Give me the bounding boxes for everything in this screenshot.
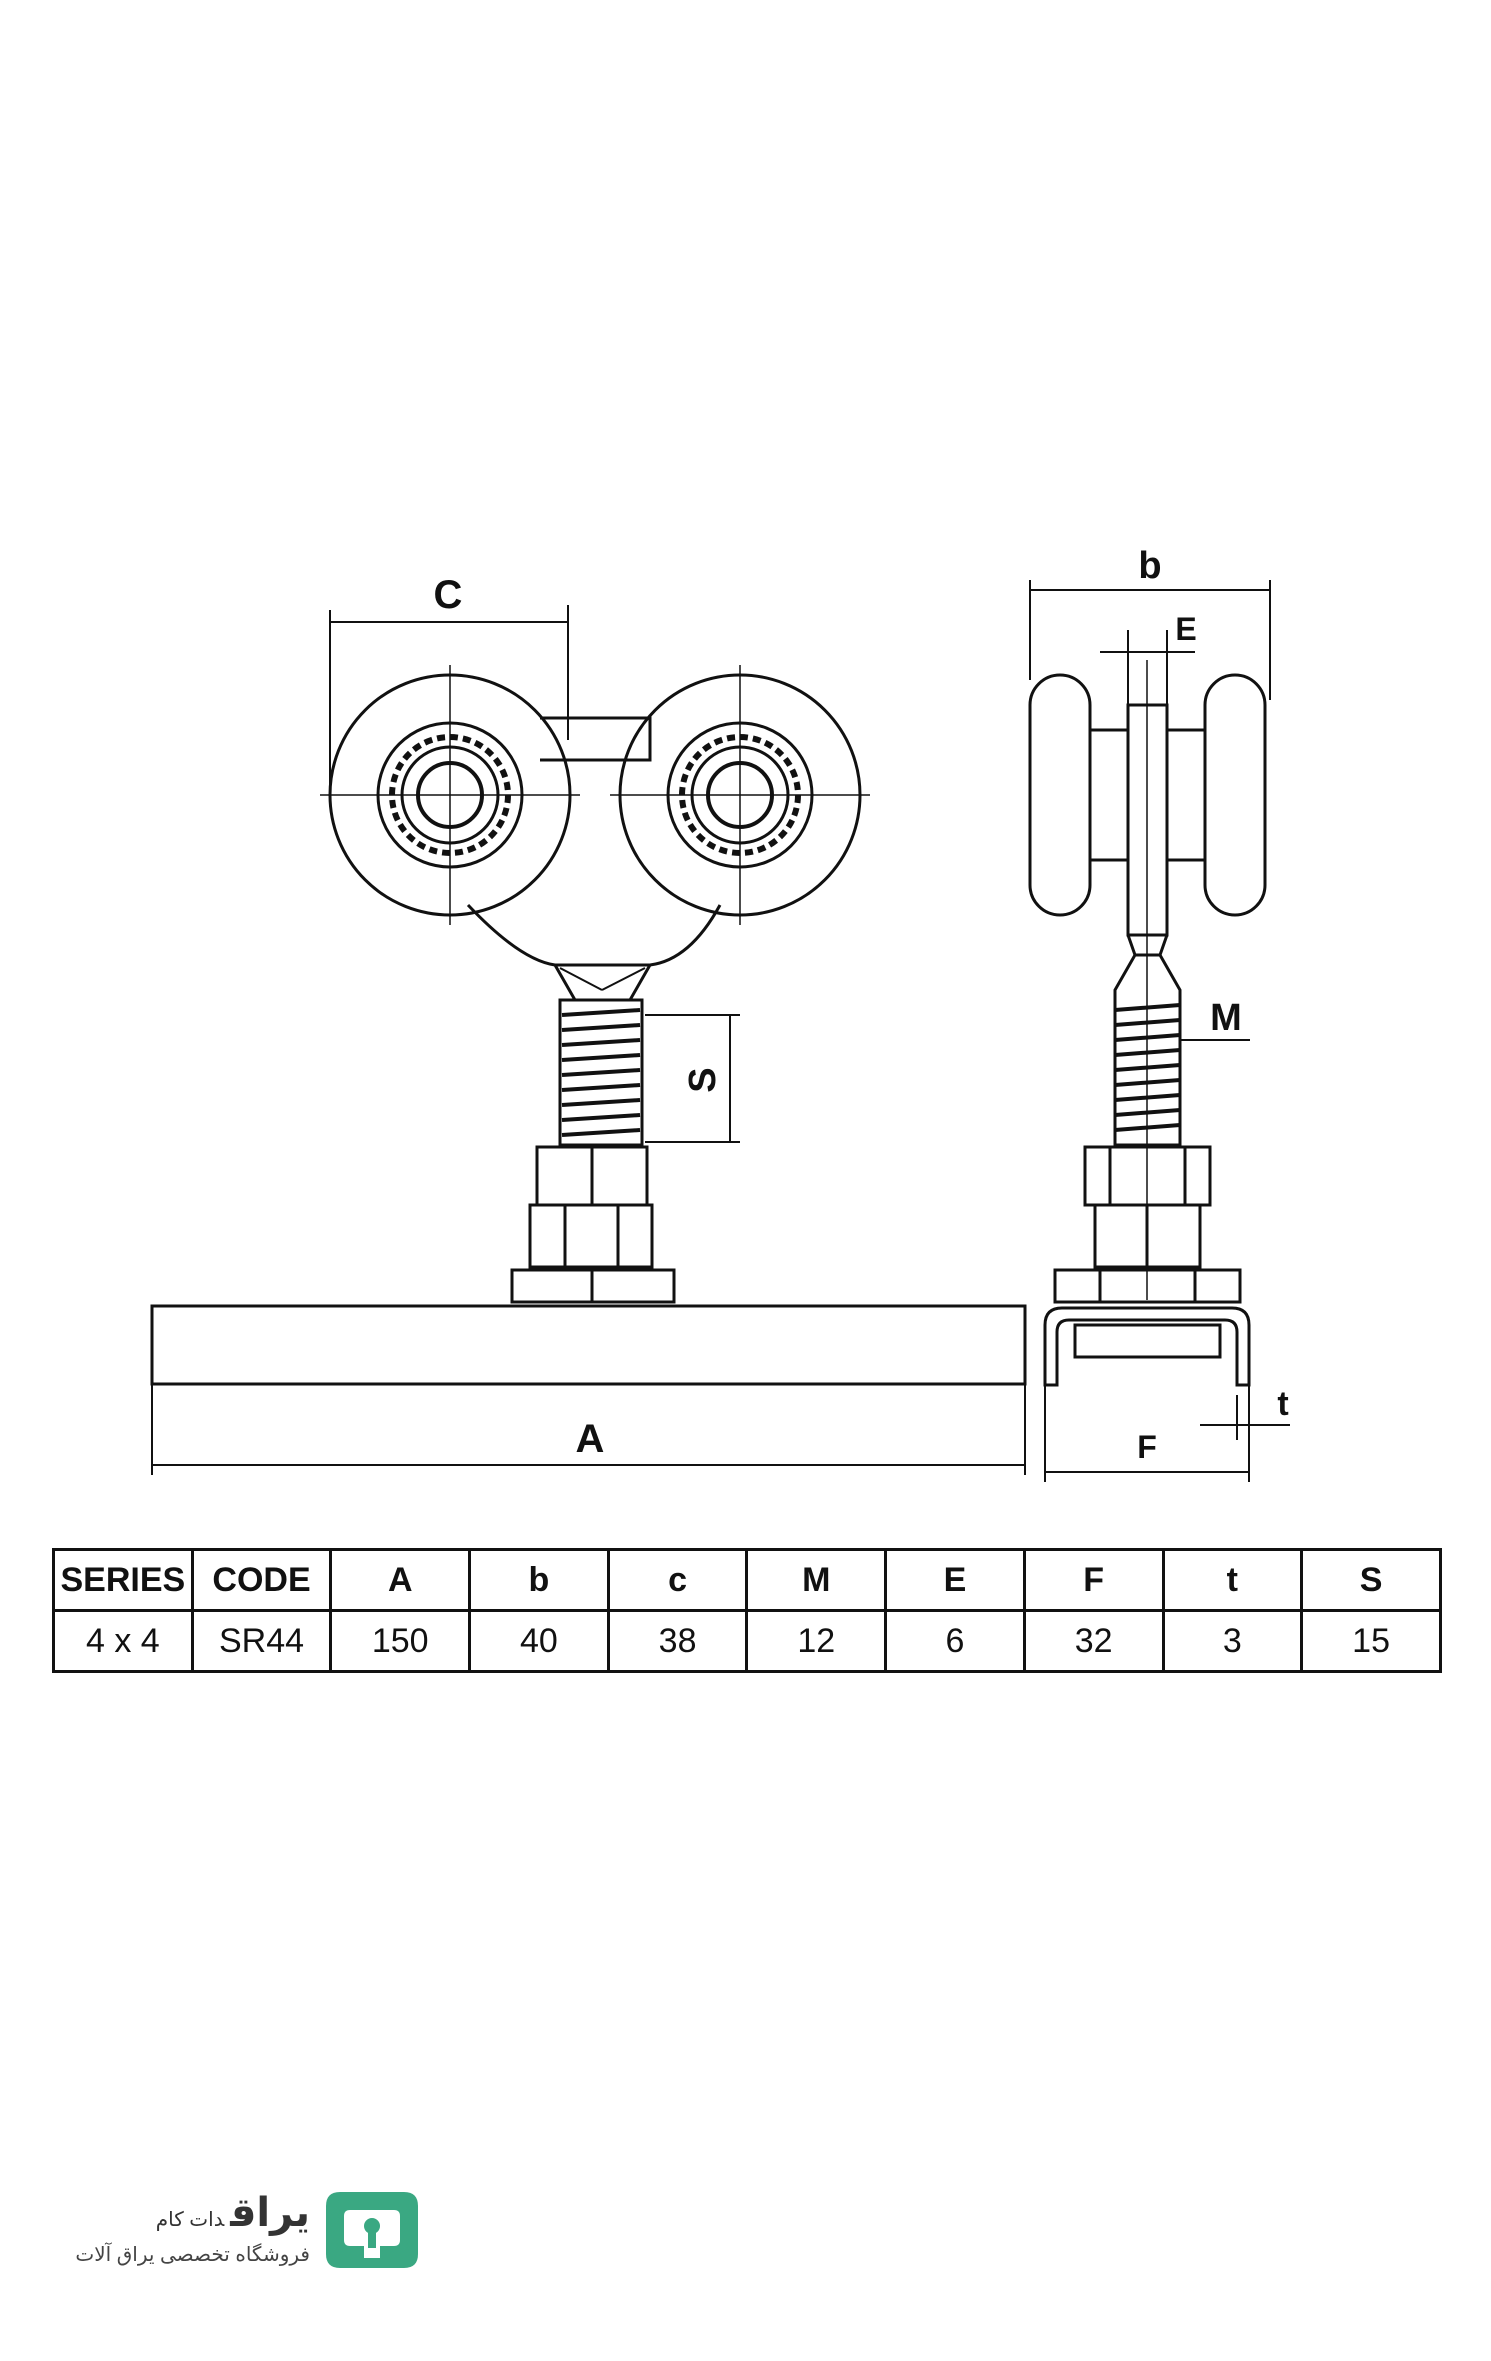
- table-header-cell: t: [1161, 1548, 1304, 1612]
- side-channel: [1043, 1306, 1251, 1387]
- right-wheel: [610, 665, 870, 925]
- table-cell: 40: [468, 1609, 610, 1673]
- mounting-bar: [150, 1304, 1027, 1386]
- dimension-s: [645, 1014, 740, 1143]
- label-b: b: [1138, 545, 1161, 587]
- table-header-cell: b: [468, 1548, 610, 1612]
- side-wheel-left: [1028, 673, 1092, 917]
- threaded-bolt: [558, 998, 644, 1147]
- label-a: A: [576, 1417, 605, 1461]
- table-header-cell: A: [329, 1548, 472, 1612]
- table-header-row: SERIES CODE A b c M E F t S: [52, 1548, 1442, 1612]
- table-header-cell: CODE: [190, 1548, 333, 1612]
- keyhole-logo-icon: [326, 2192, 418, 2268]
- hex-nuts: [510, 1145, 676, 1304]
- front-view: C S A: [150, 573, 1027, 1475]
- table-row: 4 x 4 SR44 150 40 38 12 6 32 3 15: [52, 1609, 1442, 1673]
- table-cell: 4 x 4: [52, 1609, 194, 1673]
- yoke-neck: [552, 963, 653, 1002]
- table-header-cell: E: [884, 1548, 1026, 1612]
- brand-logo: یراقدات کام فروشگاه تخصصی یراق آلات: [75, 2180, 440, 2280]
- yoke: [466, 903, 722, 967]
- brand-suffix: دات کام: [155, 2209, 225, 2231]
- brand-name-group: یراقدات کام: [156, 2190, 310, 2236]
- side-wheel-right: [1203, 673, 1267, 917]
- wheel-bridge: [540, 716, 652, 762]
- table-header-cell: S: [1300, 1548, 1442, 1612]
- table-cell: 15: [1300, 1609, 1442, 1673]
- dimension-b: [1029, 580, 1271, 700]
- label-t: t: [1277, 1385, 1288, 1423]
- dimension-c: [329, 605, 569, 795]
- label-f: F: [1137, 1429, 1157, 1465]
- brand-name: یراق: [230, 2191, 310, 2235]
- spec-table: SERIES CODE A b c M E F t S 4 x 4 SR44 1…: [52, 1548, 1442, 1673]
- table-header-cell: M: [745, 1548, 888, 1612]
- label-c: C: [434, 573, 463, 617]
- table-header-cell: SERIES: [52, 1548, 194, 1612]
- label-e: E: [1175, 611, 1196, 647]
- dimension-a: [151, 1384, 1026, 1475]
- table-header-cell: c: [606, 1548, 749, 1612]
- side-view: b E M F t: [1028, 545, 1290, 1482]
- label-s: S: [682, 1067, 724, 1092]
- table-cell: 3: [1161, 1609, 1304, 1673]
- table-cell: 150: [329, 1609, 472, 1673]
- table-cell: 6: [884, 1609, 1026, 1673]
- table-cell: 38: [606, 1609, 749, 1673]
- dimension-t: [1200, 1395, 1290, 1440]
- left-wheel: [320, 665, 580, 925]
- label-m: M: [1210, 997, 1242, 1039]
- brand-tagline: فروشگاه تخصصی یراق آلات: [75, 2244, 310, 2266]
- table-cell: SR44: [190, 1609, 333, 1673]
- table-cell: 12: [745, 1609, 888, 1673]
- table-cell: 32: [1022, 1609, 1165, 1673]
- dimension-e: [1100, 630, 1195, 705]
- technical-drawing: C S A: [150, 545, 1290, 1482]
- table-header-cell: F: [1022, 1548, 1165, 1612]
